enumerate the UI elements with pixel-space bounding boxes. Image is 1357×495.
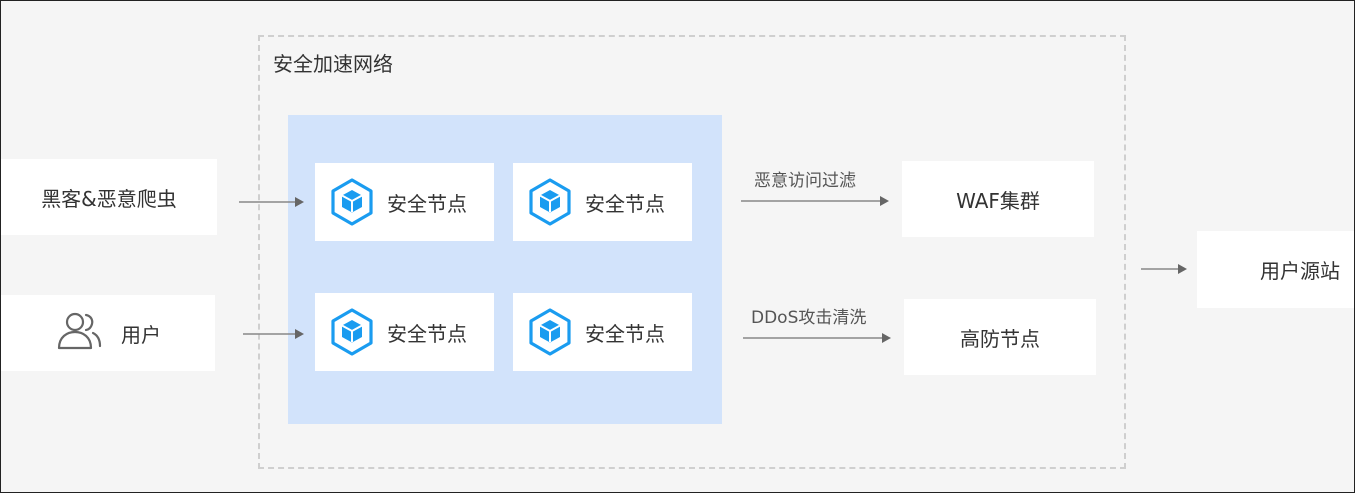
- security-acceleration-zone: [258, 35, 1126, 469]
- origin-site-label: 用户源站: [1260, 259, 1340, 283]
- origin-site-box: 用户源站: [1197, 231, 1354, 308]
- anti-ddos-node-box: 高防节点: [904, 299, 1096, 375]
- security-node-label: 安全节点: [387, 321, 467, 346]
- cube-hexagon-icon: [331, 308, 373, 356]
- arrow-to-origin: [1141, 264, 1187, 274]
- security-node-cluster: [288, 115, 722, 424]
- security-node-label: 安全节点: [585, 321, 665, 346]
- security-node: 安全节点: [513, 293, 692, 371]
- security-node: 安全节点: [315, 293, 494, 371]
- cube-hexagon-icon: [331, 178, 373, 226]
- security-node-label: 安全节点: [585, 191, 665, 216]
- anti-ddos-node-label: 高防节点: [960, 326, 1040, 351]
- source-users-box: 用户: [1, 295, 215, 371]
- source-hackers-box: 黑客&恶意爬虫: [1, 159, 217, 235]
- source-users-label: 用户: [121, 322, 161, 347]
- edge-label-malicious-filter: 恶意访问过滤: [754, 171, 856, 191]
- arrow-users-to-nodes: [243, 329, 304, 339]
- cube-hexagon-icon: [529, 308, 571, 356]
- security-node: 安全节点: [513, 163, 692, 241]
- zone-title: 安全加速网络: [273, 52, 393, 76]
- edge-label-ddos-scrubbing: DDoS攻击清洗: [751, 308, 867, 328]
- security-node: 安全节点: [315, 163, 494, 241]
- cube-hexagon-icon: [529, 178, 571, 226]
- arrow-hackers-to-nodes: [239, 197, 304, 207]
- security-node-label: 安全节点: [387, 191, 467, 216]
- arrow-to-waf: [741, 196, 889, 206]
- arrow-to-anti-ddos: [743, 333, 891, 343]
- waf-cluster-label: WAF集群: [956, 188, 1040, 213]
- users-icon: [55, 311, 103, 356]
- source-hackers-label: 黑客&恶意爬虫: [41, 186, 177, 211]
- waf-cluster-box: WAF集群: [902, 161, 1094, 237]
